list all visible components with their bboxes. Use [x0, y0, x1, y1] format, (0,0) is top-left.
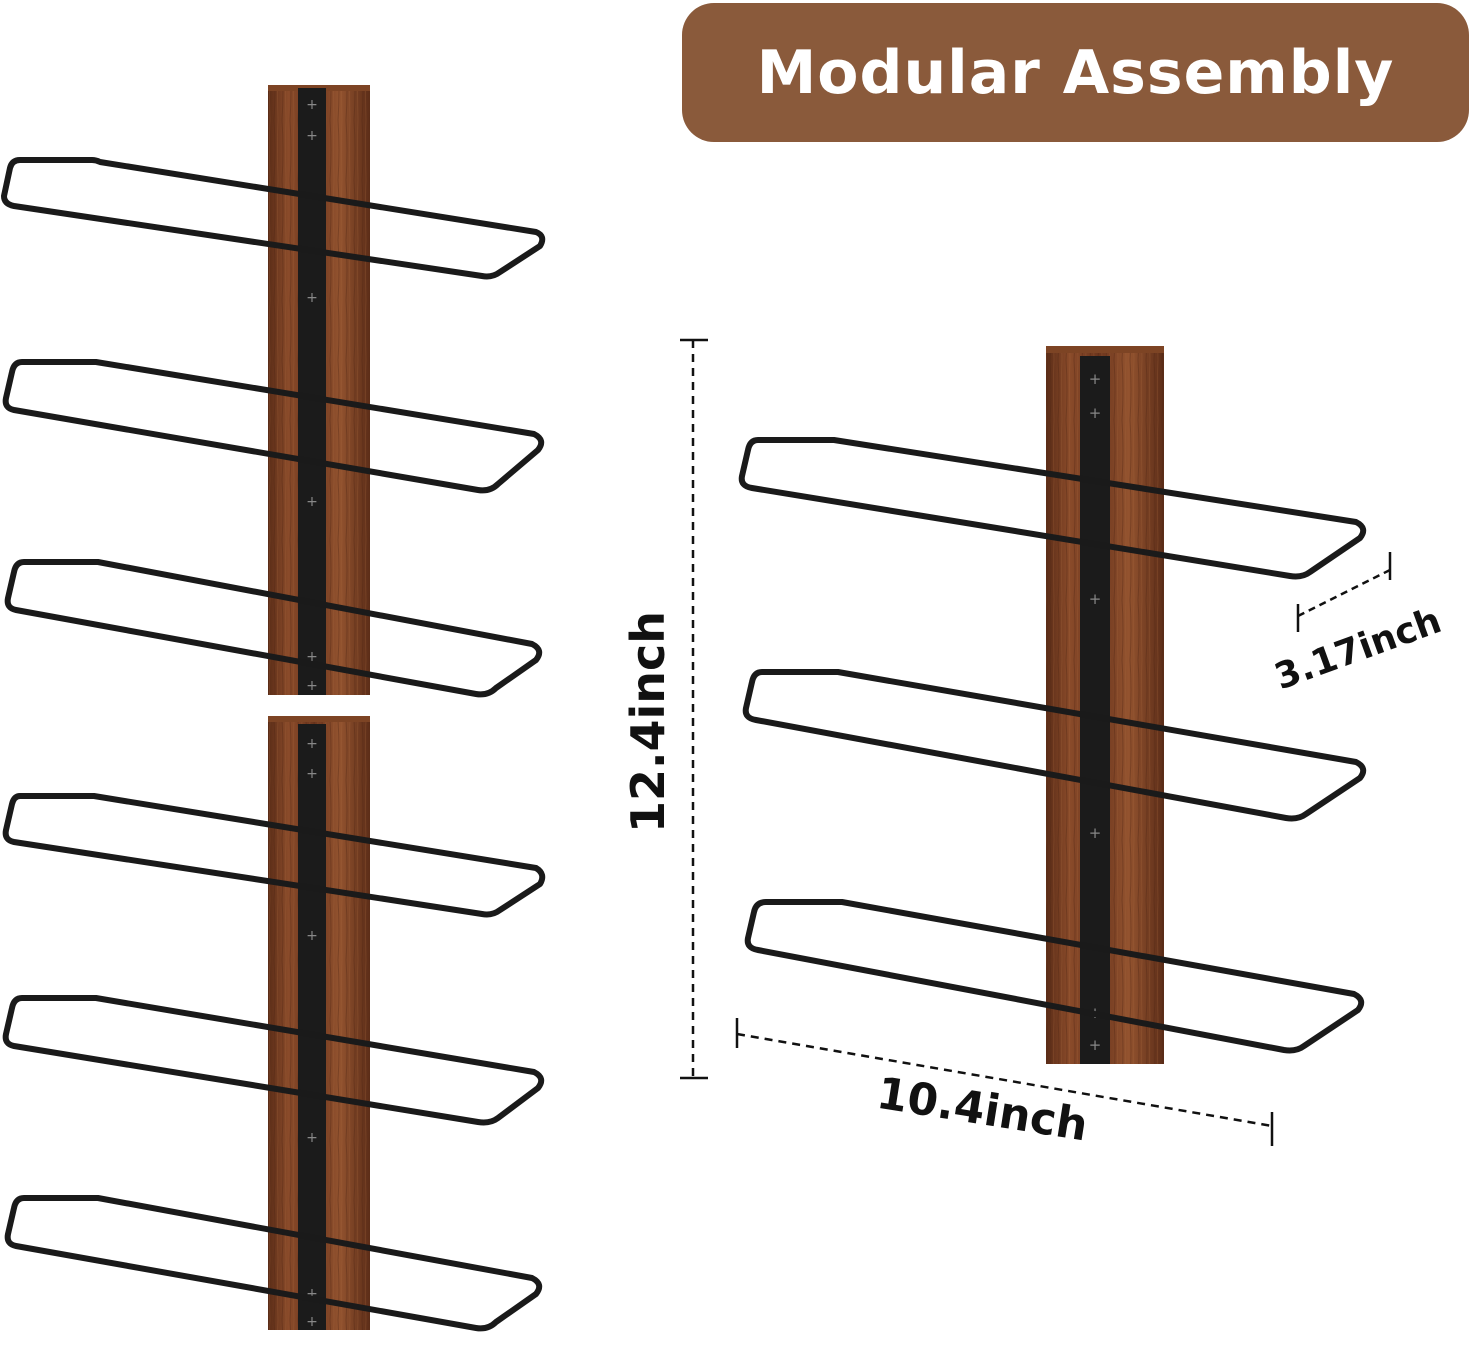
svg-text:+: +: [306, 928, 318, 944]
svg-text:+: +: [306, 128, 318, 144]
svg-text:+: +: [306, 494, 318, 510]
towel-bar: [2, 359, 545, 494]
svg-text:+: +: [306, 678, 318, 694]
towel-bar: [4, 559, 543, 698]
svg-text:+: +: [306, 97, 318, 113]
towel-bar: [2, 793, 546, 918]
svg-text:+: +: [306, 766, 318, 782]
width-label: 10.4inch: [873, 1068, 1091, 1152]
svg-text:+: +: [306, 1286, 318, 1302]
metal-mounting-strip: + + + + + +: [298, 88, 326, 695]
svg-text:+: +: [306, 1130, 318, 1146]
depth-label: 3.17inch: [1269, 600, 1446, 698]
width-dimension-line: [735, 1018, 1274, 1146]
depth-dimension-line: [1296, 552, 1392, 632]
towel-bar: [744, 899, 1365, 1054]
height-label: 12.4inch: [621, 611, 675, 833]
metal-mounting-strip: + + + + + +: [1080, 356, 1110, 1064]
svg-text:+: +: [1089, 404, 1102, 422]
towel-bar: [2, 995, 545, 1126]
height-dimension-line: [680, 338, 708, 1080]
svg-text:+: +: [306, 736, 318, 752]
svg-text:+: +: [306, 649, 318, 665]
svg-text:+: +: [1089, 824, 1102, 842]
towel-bar: [4, 1195, 543, 1332]
svg-text:+: +: [306, 290, 318, 306]
svg-text:+: +: [1089, 1036, 1102, 1054]
svg-text:+: +: [1089, 590, 1102, 608]
rack-module-left-bottom: + + + + + +: [2, 716, 546, 1332]
towel-bar: [1, 157, 546, 280]
towel-bar: [738, 437, 1367, 580]
svg-text:+: +: [1089, 370, 1102, 388]
banner-title: Modular Assembly: [756, 37, 1395, 108]
rack-module-right: + + + + + +: [738, 346, 1367, 1064]
svg-text:+: +: [306, 1314, 318, 1330]
title-banner: Modular Assembly: [682, 3, 1469, 142]
towel-bar: [742, 669, 1367, 822]
metal-mounting-strip: + + + + + +: [298, 724, 326, 1330]
rack-module-left-top: + + + + + +: [1, 85, 546, 698]
